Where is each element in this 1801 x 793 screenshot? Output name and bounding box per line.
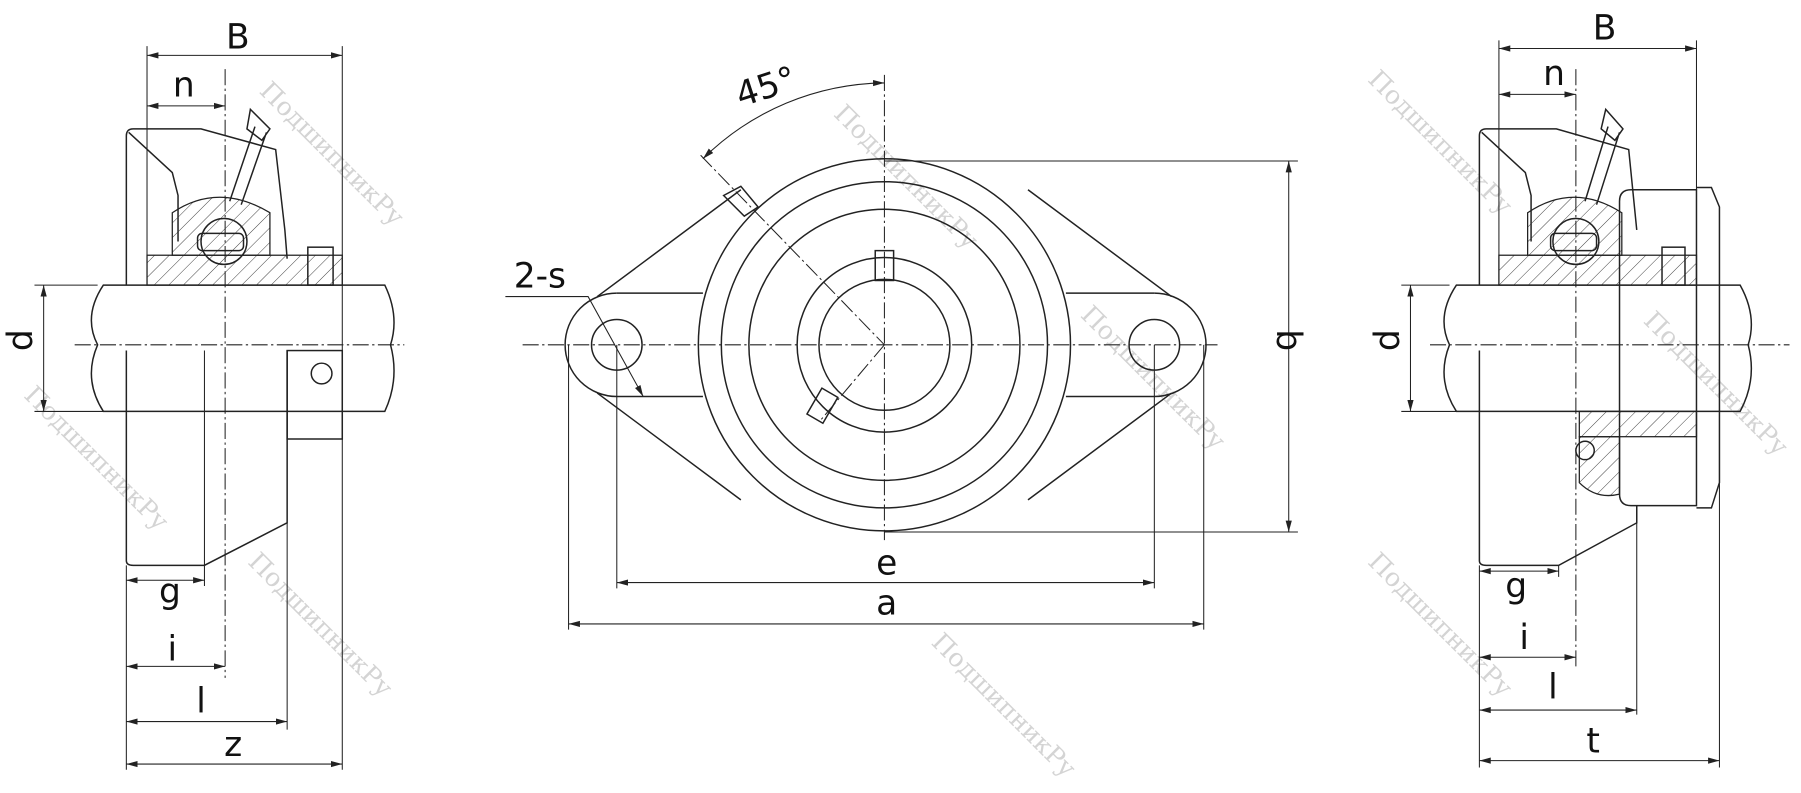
dim-label-b: b — [1268, 329, 1308, 351]
right-side-view: B n d g i l t — [1368, 8, 1790, 768]
watermark: ПодшипникРу — [926, 627, 1082, 783]
dim-label-d: d — [1, 329, 41, 351]
dim-label-e: e — [876, 544, 897, 584]
dim-label-B: B — [226, 17, 250, 57]
watermark: ПодшипникРу — [254, 76, 410, 232]
dim-label-i: i — [168, 630, 178, 670]
watermark: ПодшипникРу — [1638, 306, 1794, 462]
watermark: ПодшипникРу — [243, 547, 399, 703]
watermarks: ПодшипникРу ПодшипникРу ПодшипникРу Подш… — [19, 64, 1794, 783]
watermark: ПодшипникРу — [19, 380, 175, 536]
dim-label-d: d — [1368, 329, 1408, 351]
dim-label-i: i — [1519, 618, 1529, 658]
dim-label-l: l — [196, 681, 206, 721]
watermark: ПодшипникРу — [1363, 547, 1519, 703]
dim-label-B: B — [1593, 8, 1617, 48]
front-view: 45° 2-s e a b — [505, 59, 1308, 630]
watermark: ПодшипникРу — [1363, 64, 1519, 220]
angle-label: 45° — [731, 59, 801, 116]
dim-label-n: n — [173, 66, 195, 106]
watermark: ПодшипникРу — [1075, 300, 1231, 456]
dim-label-t: t — [1586, 722, 1600, 762]
dim-label-g: g — [1505, 567, 1527, 607]
dim-label-a: a — [876, 584, 897, 624]
dim-label-g: g — [159, 572, 181, 612]
holes-label: 2-s — [514, 256, 566, 296]
watermark: ПодшипникРу — [828, 99, 984, 255]
dim-label-z: z — [224, 725, 242, 765]
left-side-view: B n d g i l z — [1, 17, 405, 770]
dim-label-n: n — [1543, 54, 1565, 94]
dim-label-l: l — [1548, 668, 1558, 708]
